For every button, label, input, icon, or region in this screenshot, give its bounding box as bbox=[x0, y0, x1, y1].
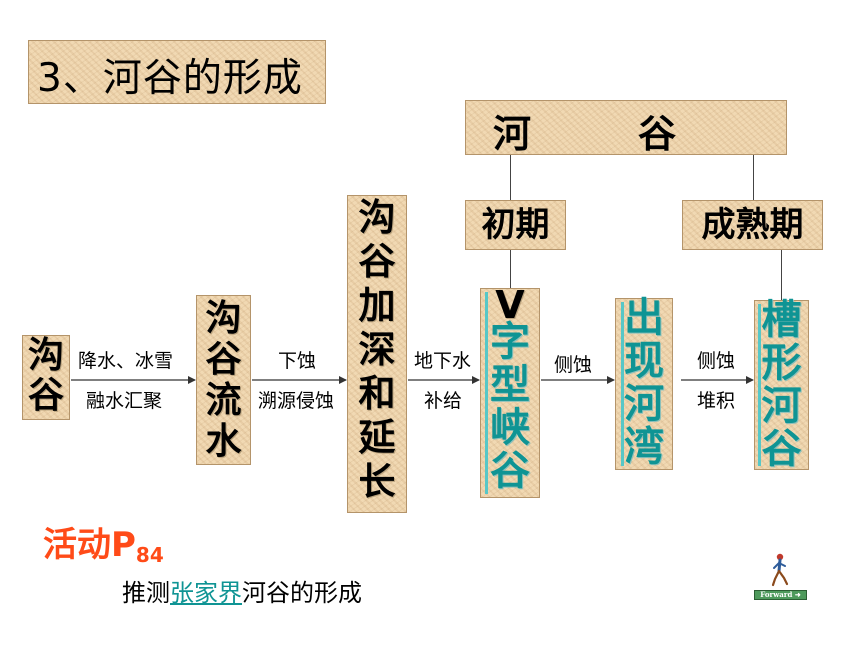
box-v-valley: V 字 型 峡 谷 bbox=[480, 283, 540, 498]
label-a1-bottom: 融水汇聚 bbox=[86, 390, 163, 412]
stage-early-label: 初期 bbox=[481, 205, 550, 245]
valley-header-left: 河 bbox=[493, 112, 532, 156]
title-box: 3、河谷的形成 bbox=[28, 40, 326, 104]
label-a2-top: 下蚀 bbox=[278, 350, 317, 372]
box-gully: 沟 谷 bbox=[22, 335, 70, 420]
label-a4-top: 侧蚀 bbox=[554, 354, 593, 376]
label-a5-bottom: 堆积 bbox=[697, 390, 736, 412]
connector-early-v bbox=[510, 250, 511, 288]
box-trough-bar bbox=[758, 304, 761, 466]
stage-mature-box: 成熟期 bbox=[682, 200, 823, 250]
zhangjiajie-link[interactable]: 张家界 bbox=[170, 579, 242, 607]
activity-label: 活动P bbox=[43, 525, 136, 565]
inference-prefix: 推测 bbox=[122, 579, 170, 607]
valley-header-box: 河 谷 bbox=[465, 100, 787, 156]
box-trough: 槽 形 河 谷 bbox=[754, 297, 809, 472]
box-v-valley-letter: V bbox=[495, 283, 525, 327]
box-deepen-text: 沟 谷 加 深 和 延 长 bbox=[358, 196, 396, 503]
box-trough-text: 槽 形 河 谷 bbox=[761, 297, 802, 472]
box-bend-text: 出 现 河 湾 bbox=[624, 295, 664, 470]
inference-line: 推测张家界河谷的形成 bbox=[122, 573, 362, 608]
walking-person-icon bbox=[771, 553, 789, 587]
label-a1-top: 降水、冰雪 bbox=[78, 350, 174, 372]
forward-button[interactable]: Forward ➜ bbox=[754, 590, 807, 600]
label-a5-top: 侧蚀 bbox=[697, 350, 736, 372]
stage-early-box: 初期 bbox=[465, 200, 566, 250]
inference-suffix: 河谷的形成 bbox=[242, 579, 362, 607]
page-title: 3、河谷的形成 bbox=[37, 56, 303, 101]
box-v-valley-text: 字 型 峡 谷 bbox=[490, 319, 530, 494]
box-bend-bar bbox=[621, 302, 624, 466]
label-a3-bottom: 补给 bbox=[424, 390, 463, 412]
box-gully-flow-text: 沟 谷 流 水 bbox=[205, 298, 242, 462]
label-a3-top: 地下水 bbox=[414, 350, 472, 372]
connector-mature-trough bbox=[781, 250, 782, 300]
box-gully-flow: 沟 谷 流 水 bbox=[196, 295, 251, 465]
box-v-valley-bar bbox=[485, 292, 488, 494]
box-bend: 出 现 河 湾 bbox=[615, 295, 673, 470]
activity-page: 84 bbox=[135, 543, 164, 567]
box-deepen: 沟 谷 加 深 和 延 长 bbox=[347, 195, 407, 513]
connector-header-early bbox=[510, 155, 511, 200]
valley-header-right: 谷 bbox=[638, 112, 677, 156]
box-gully-text: 沟 谷 bbox=[27, 335, 64, 416]
activity-heading: 活动P84 bbox=[43, 517, 164, 567]
stage-mature-label: 成熟期 bbox=[701, 205, 804, 245]
label-a2-bottom: 溯源侵蚀 bbox=[258, 390, 335, 412]
connector-header-mature bbox=[753, 155, 754, 200]
